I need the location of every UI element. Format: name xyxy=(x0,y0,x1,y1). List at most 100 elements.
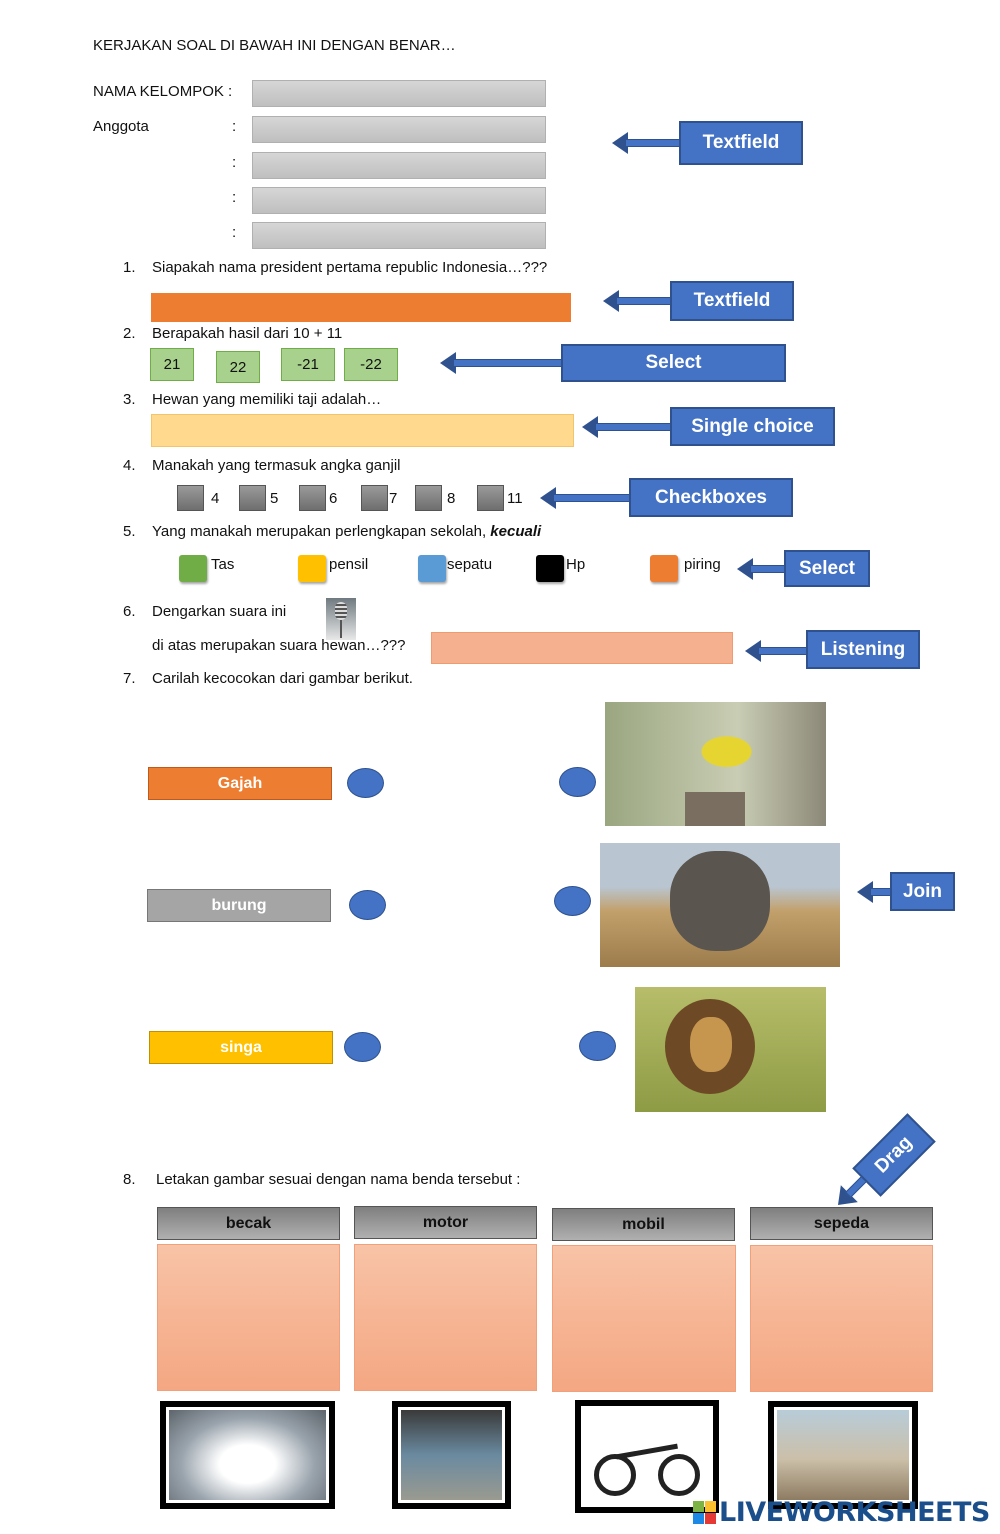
checkbox-8[interactable] xyxy=(415,485,442,511)
callout-join: Join xyxy=(890,872,955,911)
colon: : xyxy=(232,118,237,135)
group-name-label: NAMA KELOMPOK : xyxy=(93,83,233,100)
checkbox-label: 6 xyxy=(329,490,338,507)
draggable-bicycle-image[interactable] xyxy=(575,1400,719,1513)
option-label: Tas xyxy=(211,556,235,573)
question-7-text: Carilah kecocokan dari gambar berikut. xyxy=(152,670,413,687)
checkbox-label: 7 xyxy=(389,490,398,507)
match-word-burung: burung xyxy=(147,889,331,922)
worksheet-title: KERJAKAN SOAL DI BAWAH INI DENGAN BENAR… xyxy=(93,37,456,54)
arrow-left-icon xyxy=(737,558,787,580)
members-label: Anggota xyxy=(93,118,149,135)
question-number: 3. xyxy=(123,391,136,408)
callout-textfield: Textfield xyxy=(679,121,803,165)
elephant-image xyxy=(600,843,840,967)
question-5-text: Yang manakah merupakan perlengkapan seko… xyxy=(152,523,541,540)
answer-6-input[interactable] xyxy=(431,632,733,664)
member-2-input[interactable] xyxy=(252,152,546,179)
question-number: 1. xyxy=(123,259,136,276)
question-number: 5. xyxy=(123,523,136,540)
checkbox-6[interactable] xyxy=(299,485,326,511)
checkbox-label: 8 xyxy=(447,490,456,507)
checkbox-label: 5 xyxy=(270,490,279,507)
category-header-mobil: mobil xyxy=(552,1208,735,1241)
match-word-singa: singa xyxy=(149,1031,333,1064)
drop-zone-sepeda[interactable] xyxy=(750,1245,933,1392)
arrow-left-icon xyxy=(603,290,673,312)
question-number: 2. xyxy=(123,325,136,342)
draggable-becak-image[interactable] xyxy=(392,1401,511,1509)
arrow-left-icon xyxy=(440,352,564,374)
member-1-input[interactable] xyxy=(252,116,546,143)
checkbox-label: 11 xyxy=(507,490,523,507)
question-8-text: Letakan gambar sesuai dengan nama benda … xyxy=(156,1171,521,1188)
drop-zone-mobil[interactable] xyxy=(552,1245,736,1392)
match-word-gajah: Gajah xyxy=(148,767,332,800)
answer-3-choice[interactable] xyxy=(151,414,574,447)
option-label: sepatu xyxy=(447,556,493,573)
option-label: pensil xyxy=(329,556,369,573)
question-5-stem: Yang manakah merupakan perlengkapan seko… xyxy=(152,523,491,540)
question-2-text: Berapakah hasil dari 10 + 11 xyxy=(152,325,343,342)
bird-image xyxy=(605,702,826,826)
logo-text: LIVEWORKSHEETS xyxy=(719,1497,990,1528)
checkbox-4[interactable] xyxy=(177,485,204,511)
checkbox-5[interactable] xyxy=(239,485,266,511)
callout-textfield: Textfield xyxy=(670,281,794,321)
microphone-icon[interactable] xyxy=(326,598,356,640)
question-4-text: Manakah yang termasuk angka ganjil xyxy=(152,457,401,474)
join-point[interactable] xyxy=(344,1032,381,1062)
checkbox-7[interactable] xyxy=(361,485,388,511)
callout-single-choice: Single choice xyxy=(670,407,835,446)
liveworksheets-logo: LIVEWORKSHEETS xyxy=(693,1497,990,1528)
join-point[interactable] xyxy=(554,886,591,916)
option-label: Hp xyxy=(566,556,586,573)
question-1-text: Siapakah nama president pertama republic… xyxy=(152,259,548,276)
arrow-left-icon xyxy=(745,640,809,662)
colon: : xyxy=(232,154,237,171)
checkbox-11[interactable] xyxy=(477,485,504,511)
callout-select: Select xyxy=(561,344,786,382)
question-3-text: Hewan yang memiliki taji adalah… xyxy=(152,391,382,408)
option-label: piring xyxy=(684,556,721,573)
colon: : xyxy=(232,224,237,241)
arrow-left-icon xyxy=(582,416,674,438)
question-number: 7. xyxy=(123,670,136,687)
question-number: 4. xyxy=(123,457,136,474)
option-pensil-square[interactable] xyxy=(298,555,326,582)
join-point[interactable] xyxy=(349,890,386,920)
join-point[interactable] xyxy=(347,768,384,798)
option-tas-square[interactable] xyxy=(179,555,207,582)
category-header-becak: becak xyxy=(157,1207,340,1240)
callout-listening: Listening xyxy=(806,630,920,669)
option-22[interactable]: 22 xyxy=(216,351,260,383)
arrow-left-icon xyxy=(612,132,682,154)
question-6-text-2: di atas merupakan suara hewan…??? xyxy=(152,637,406,654)
answer-1-input[interactable] xyxy=(151,293,571,322)
draggable-car-image[interactable] xyxy=(160,1401,335,1509)
group-name-input[interactable] xyxy=(252,80,546,107)
category-header-motor: motor xyxy=(354,1206,537,1239)
category-header-sepeda: sepeda xyxy=(750,1207,933,1240)
question-6-text: Dengarkan suara ini xyxy=(152,603,287,620)
option-piring-square[interactable] xyxy=(650,555,678,582)
drop-zone-motor[interactable] xyxy=(354,1244,537,1391)
draggable-motorbike-image[interactable] xyxy=(768,1401,918,1509)
drop-zone-becak[interactable] xyxy=(157,1244,340,1391)
option-minus-22[interactable]: -22 xyxy=(344,348,398,381)
question-number: 6. xyxy=(123,603,136,620)
option-21[interactable]: 21 xyxy=(150,348,194,381)
join-point[interactable] xyxy=(559,767,596,797)
callout-select: Select xyxy=(784,550,870,587)
member-4-input[interactable] xyxy=(252,222,546,249)
join-point[interactable] xyxy=(579,1031,616,1061)
lion-image xyxy=(635,987,826,1112)
option-hp-square[interactable] xyxy=(536,555,564,582)
option-sepatu-square[interactable] xyxy=(418,555,446,582)
question-5-emphasis: kecuali xyxy=(490,523,542,540)
logo-icon xyxy=(693,1501,716,1524)
option-minus-21[interactable]: -21 xyxy=(281,348,335,381)
checkbox-label: 4 xyxy=(211,490,220,507)
member-3-input[interactable] xyxy=(252,187,546,214)
